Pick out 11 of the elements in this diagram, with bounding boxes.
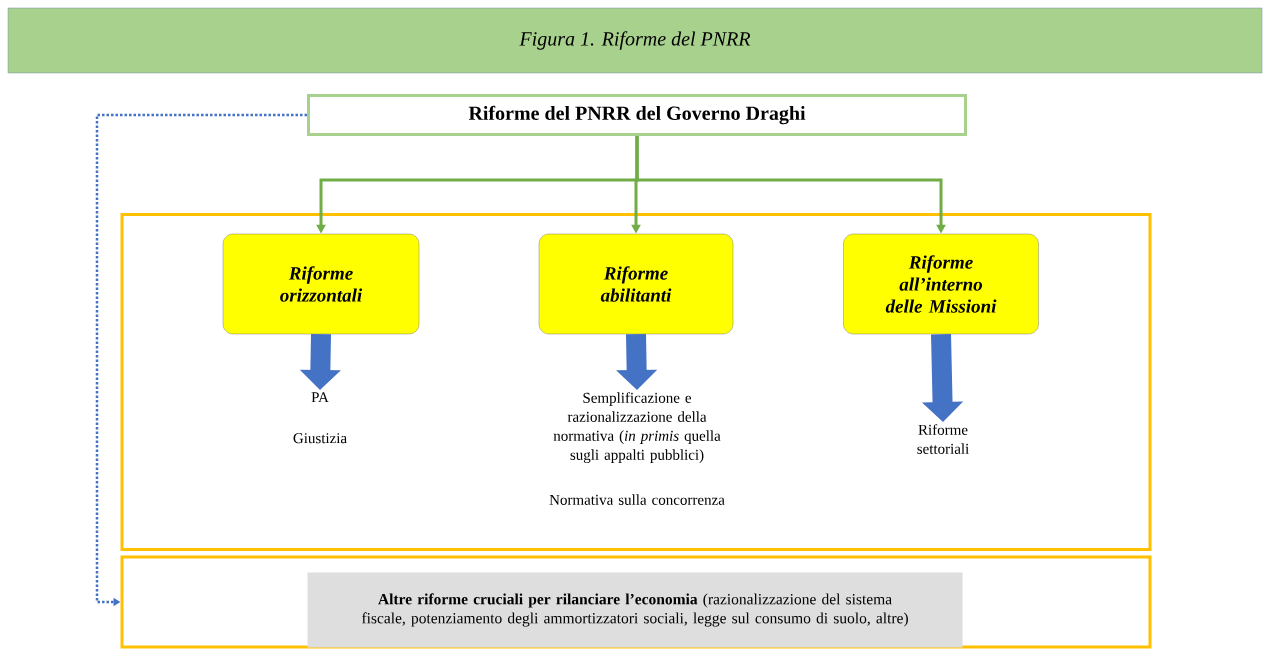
category-box: Riforme orizzontali (222, 233, 420, 335)
category-box: Riforme all’interno delle Missioni (843, 233, 1039, 335)
header-box: Riforme del PNRR del Governo Draghi (307, 94, 967, 136)
title-banner: Figura 1. Riforme del PNRR (7, 7, 1263, 74)
item-text: PA Giustizia (293, 392, 347, 444)
category-box: Riforme abilitanti (538, 233, 734, 335)
frame-box (120, 555, 1152, 649)
note-box: Altre riforme cruciali per rilanciare l’economia (razionalizzazione del sistema fiscale, potenziamento degli ammortizzatori sociali, legge sul consumo di suolo, altre) (307, 572, 963, 648)
frame-box (120, 213, 1152, 551)
item-text: Semplificazione e razionalizzazione della normativa (in primis quella sugli appalti pubblici) Normativa sulla concorrenza (549, 392, 725, 505)
item-text: Riforme settoriali (917, 424, 969, 454)
